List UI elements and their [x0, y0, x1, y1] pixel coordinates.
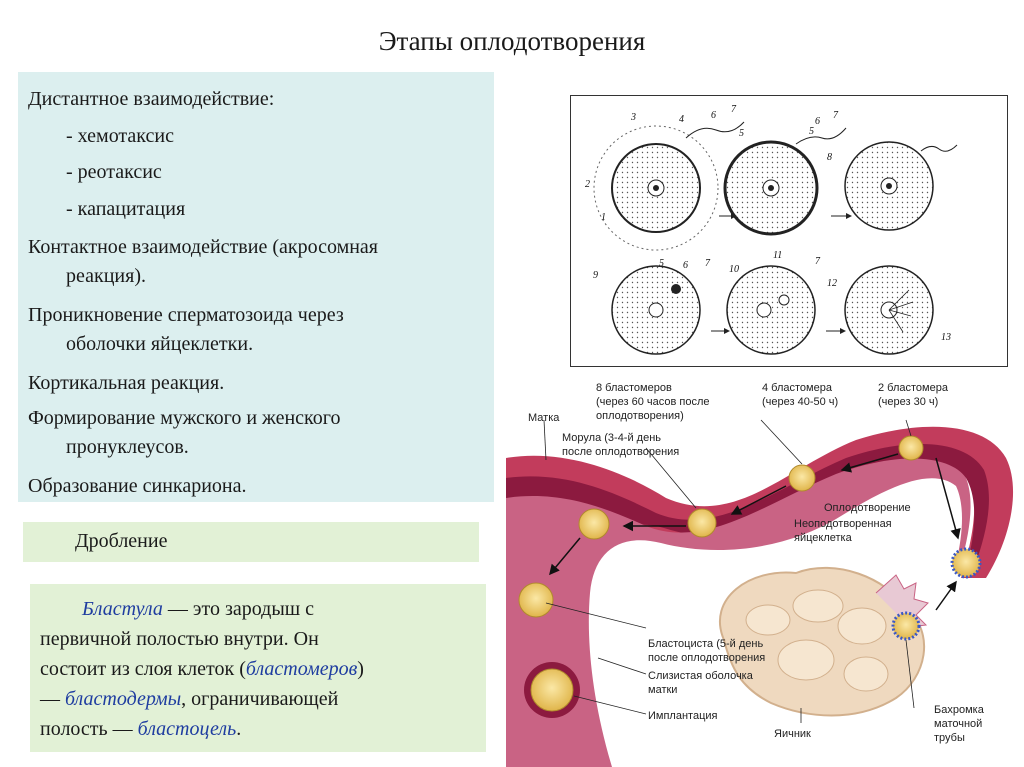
- term-blastomeres: бластомеров: [245, 658, 358, 680]
- page-title: Этапы оплодотворения: [378, 26, 646, 56]
- figure-number: 7: [705, 258, 710, 269]
- text-span: .: [236, 718, 242, 740]
- blastula-line-2: первичной полостью внутри. Он: [40, 628, 319, 650]
- stage-line: - реотаксис: [66, 161, 162, 183]
- label-fimbria-2: маточной: [934, 718, 983, 730]
- four-blastomere-cell: [788, 464, 816, 492]
- label-4-blastomeres-time: (через 40-50 ч): [762, 396, 839, 408]
- label-8-blastomeres-after: оплодотворения): [596, 410, 684, 422]
- stage-line: Дистантное взаимодействие:: [28, 88, 275, 110]
- egg-stage-2: [723, 140, 819, 236]
- reproductive-tract-drawing: [506, 419, 1014, 767]
- fertilization-stages-figure: 1 2 3 4 5 6 7 5 6 7 8 5 6 7 9 10 11 7 12…: [570, 95, 1008, 367]
- cleavage-panel: Дробление: [23, 522, 479, 562]
- label-2-blastomeres-time: (через 30 ч): [878, 396, 939, 408]
- stage-line: Образование синкариона.: [28, 475, 247, 497]
- label-morula-after: после оплодотворения: [562, 446, 680, 458]
- two-blastomere-cell: [898, 435, 924, 461]
- stage-line: Проникновение сперматозоида через: [28, 304, 344, 326]
- morula-cell: [578, 508, 610, 540]
- stage-line: - капацитация: [66, 198, 186, 220]
- blastula-line-5: полость — бластоцель.: [40, 713, 241, 745]
- egg-stage-6: [844, 265, 934, 355]
- figure-number: 2: [585, 179, 590, 190]
- label-fertilization: Оплодотворение: [824, 502, 911, 514]
- figure-number: 6: [815, 116, 820, 127]
- blastocyst-cell: [518, 582, 554, 618]
- text-span: — это зародыш с: [162, 598, 315, 620]
- egg-stage-5: [726, 265, 816, 355]
- egg-stage-4: [611, 265, 701, 355]
- label-fimbria-3: трубы: [934, 732, 965, 744]
- stage-line: Кортикальная реакция.: [28, 372, 225, 394]
- blastula-line-1: Бластула — это зародыш с: [82, 593, 314, 625]
- text-span: —: [40, 688, 65, 710]
- figure-number: 1: [601, 212, 606, 223]
- figure-number: 6: [711, 110, 716, 121]
- figure-number: 12: [827, 278, 837, 289]
- label-ovary: Яичник: [774, 728, 811, 740]
- label-mucosa: Слизистая оболочка: [648, 670, 753, 682]
- text-span: полость —: [40, 718, 138, 740]
- label-uterus: Матка: [528, 412, 560, 424]
- figure-number: 4: [679, 114, 684, 125]
- figure-number: 7: [731, 104, 736, 115]
- label-8-blastomeres: 8 бластомеров: [596, 382, 672, 394]
- label-mucosa-2: матки: [648, 684, 678, 696]
- eight-blastomere-cell: [687, 508, 717, 538]
- reproductive-tract-figure: Матка 8 бластомеров (через 60 часов посл…: [506, 378, 1024, 767]
- stage-line: оболочки яйцеклетки.: [66, 333, 254, 355]
- label-blastocyst: Бластоциста (5-й день: [648, 638, 764, 650]
- stage-line: пронуклеусов.: [66, 436, 189, 458]
- blastula-line-3: состоит из слоя клеток (бластомеров): [40, 653, 364, 685]
- term-blastocoel: бластоцель: [137, 718, 237, 740]
- figure-number: 6: [683, 260, 688, 271]
- stages-text-panel: Дистантное взаимодействие: - хемотаксис …: [18, 72, 494, 502]
- unfertilized-egg: [891, 611, 921, 641]
- figure-number: 8: [827, 152, 832, 163]
- egg-stage-3: [844, 141, 958, 231]
- egg-stage-1: [593, 125, 719, 251]
- fertilized-egg: [950, 547, 982, 579]
- figure-number: 10: [729, 264, 739, 275]
- text-span: , ограничивающей: [181, 688, 339, 710]
- text-span: состоит из слоя клеток (: [40, 658, 246, 680]
- figure-number: 5: [809, 126, 814, 137]
- figure-number: 5: [739, 128, 744, 139]
- label-fimbria: Бахромка: [934, 704, 984, 716]
- label-2-blastomeres: 2 бластомера: [878, 382, 948, 394]
- figure-number: 3: [631, 112, 636, 123]
- stage-line: Формирование мужского и женского: [28, 407, 341, 429]
- label-8-blastomeres-time: (через 60 часов после: [596, 396, 710, 408]
- label-unfertilized-egg: Неоподотворенная: [794, 518, 892, 530]
- blastula-line-4: — бластодермы, ограничивающей: [40, 683, 338, 715]
- figure-number: 7: [833, 110, 838, 121]
- label-blastocyst-after: после оплодотворения: [648, 652, 766, 664]
- implanted-blastocyst: [530, 668, 574, 712]
- label-implantation: Имплантация: [648, 710, 718, 722]
- cleavage-label: Дробление: [75, 530, 168, 552]
- fertilization-stages-drawing: [593, 121, 958, 355]
- label-4-blastomeres: 4 бластомера: [762, 382, 832, 394]
- figure-number: 11: [773, 250, 783, 261]
- figure-number: 9: [593, 270, 598, 281]
- stage-line: - хемотаксис: [66, 125, 174, 147]
- text-span: ): [357, 658, 364, 680]
- term-blastoderm: бластодермы: [65, 688, 182, 710]
- figure-number: 5: [659, 258, 664, 269]
- stage-line: Контактное взаимодействие (акросомная: [28, 236, 379, 258]
- term-blastula: Бластула: [82, 598, 163, 620]
- blastula-panel: Бластула — это зародыш с первичной полос…: [30, 584, 486, 752]
- figure-number: 13: [941, 332, 951, 343]
- stage-line: реакция).: [66, 265, 146, 287]
- label-morula: Морула (3-4-й день: [562, 432, 662, 444]
- label-unfertilized-egg-2: яйцеклетка: [794, 532, 852, 544]
- figure-number: 7: [815, 256, 820, 267]
